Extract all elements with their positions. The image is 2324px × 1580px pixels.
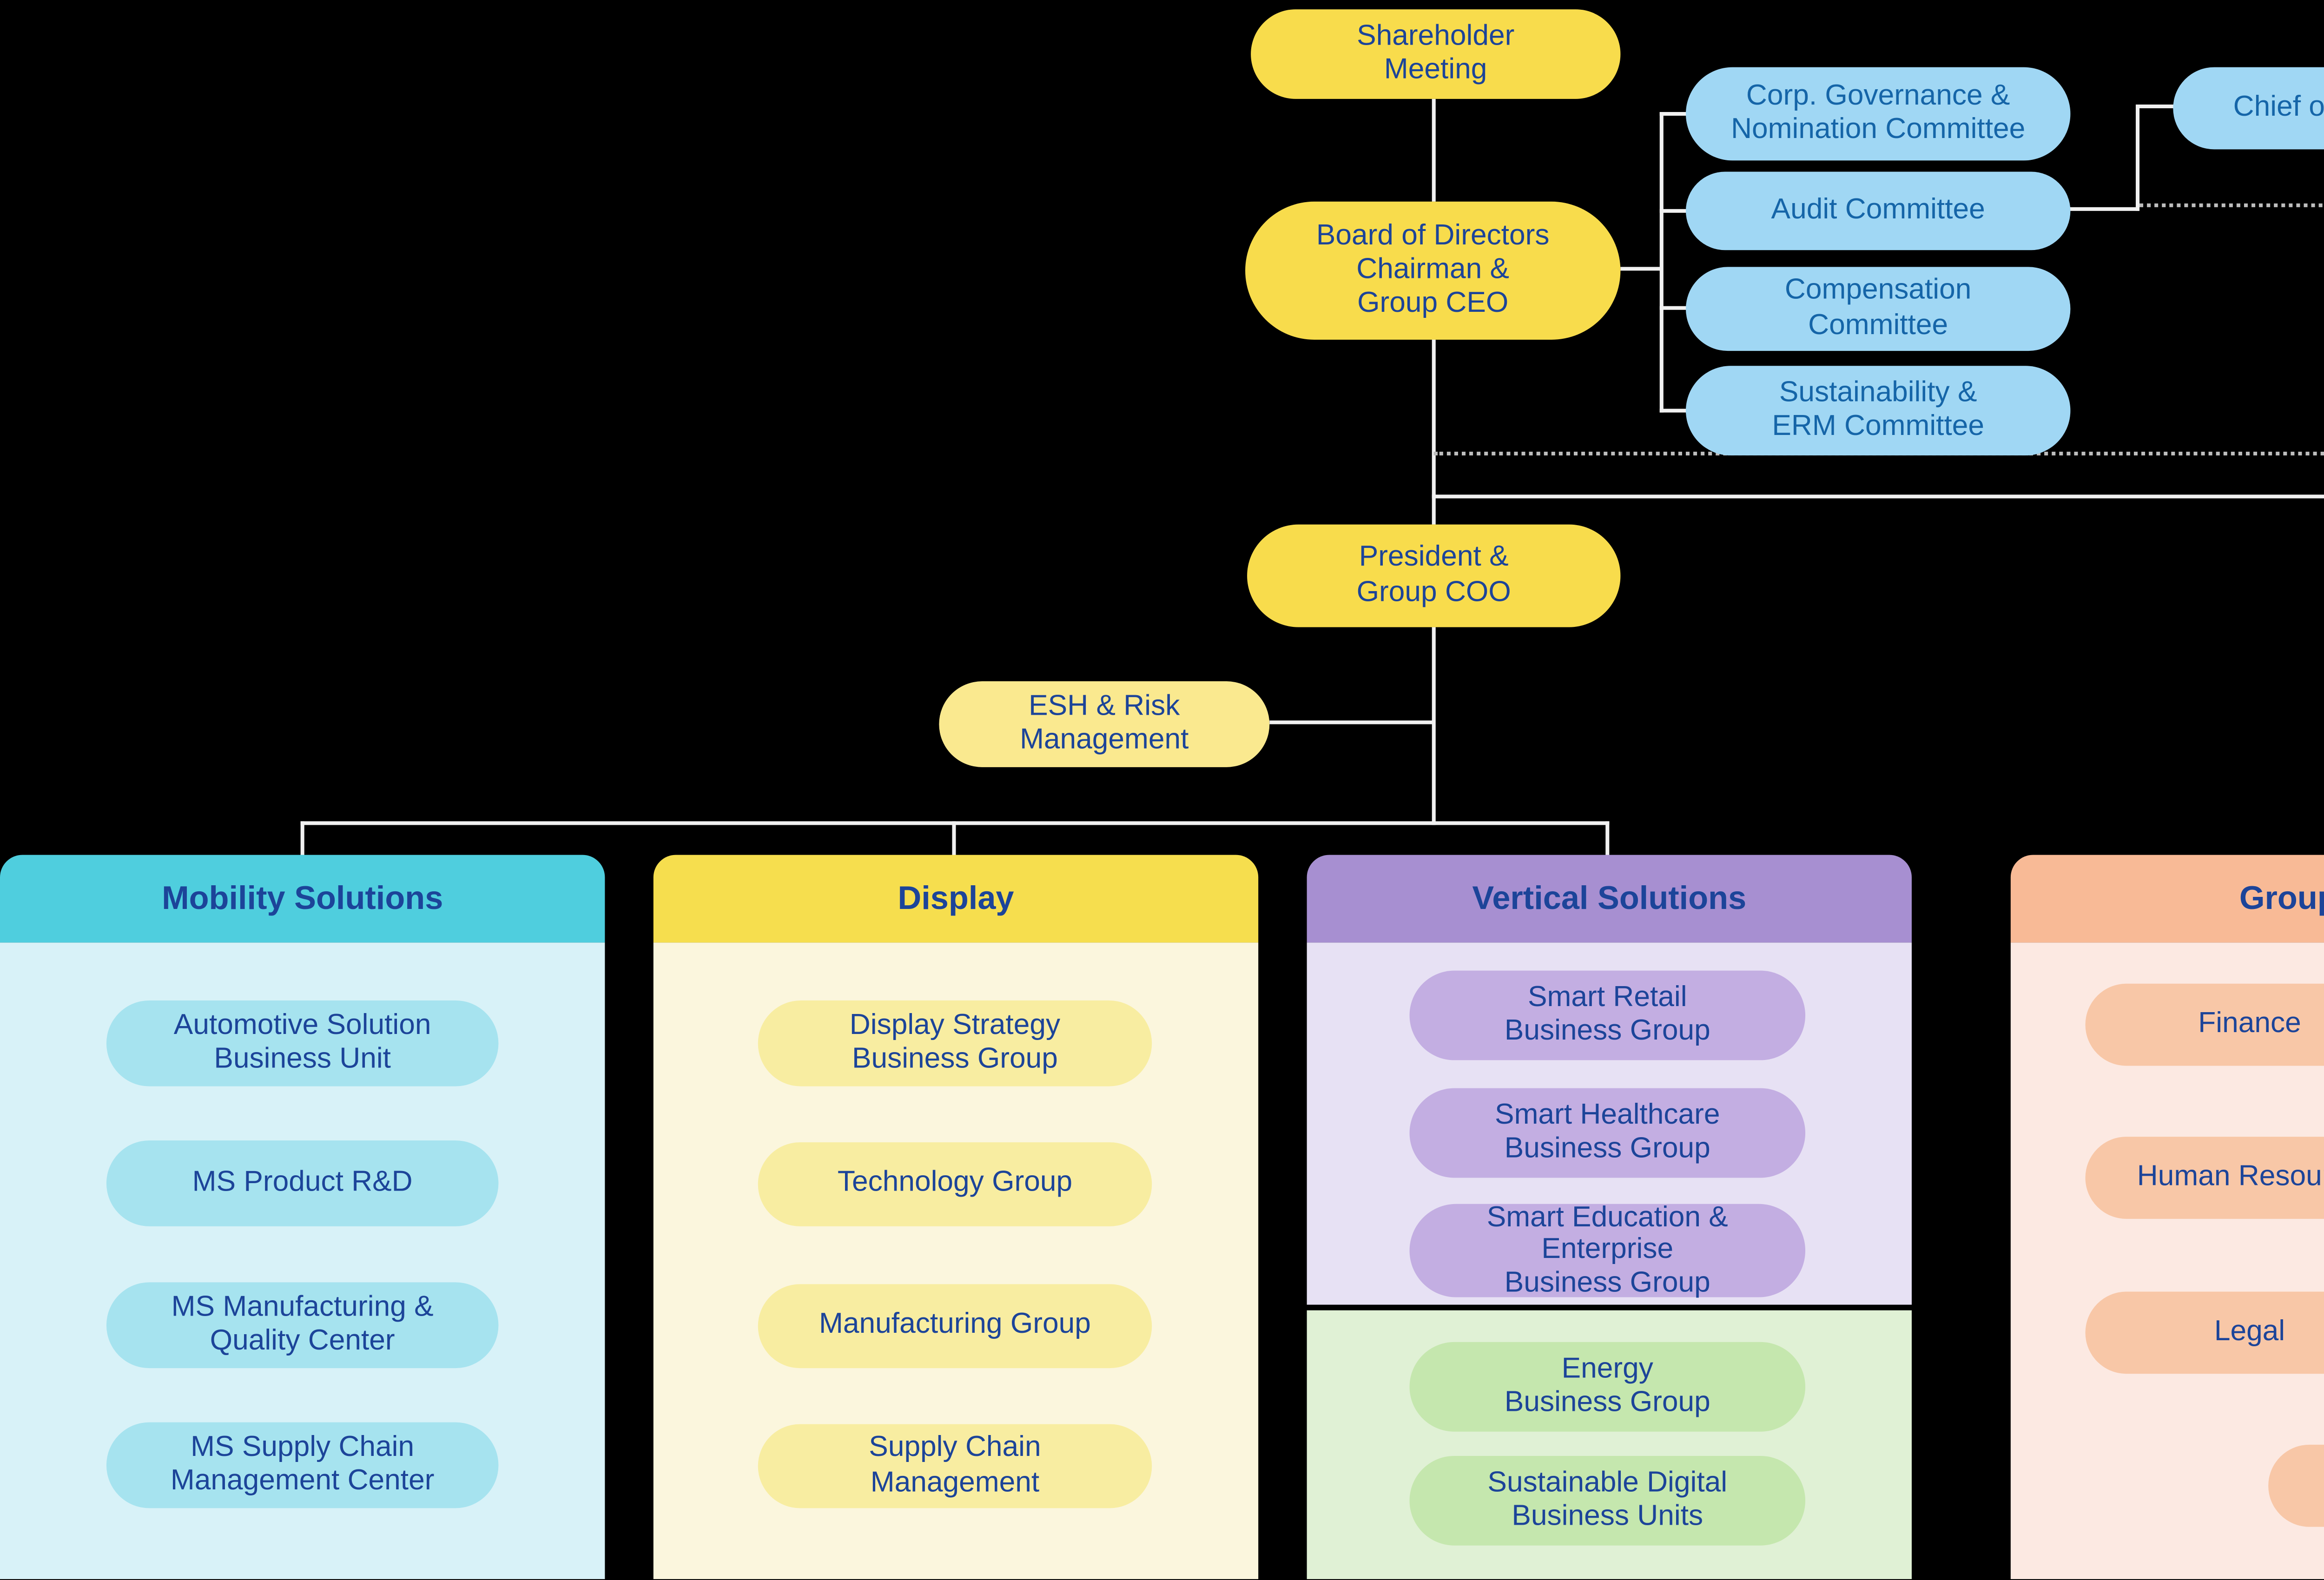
dotted-audit-rightedge (2139, 203, 2324, 207)
connector-stub-sustainability (1659, 408, 1690, 413)
node-finance: Finance (2085, 983, 2324, 1066)
connector-infra-branch-h (1432, 494, 2324, 499)
connector-stub-audit (1659, 209, 1690, 213)
connector-esh (1269, 720, 1434, 724)
node-human-resource: Human Resource (2085, 1137, 2324, 1219)
node-display-strategy: Display Strategy Business Group (758, 1000, 1152, 1086)
node-compensation-committee: Compensation Committee (1685, 267, 2071, 351)
connector-stub-corp-gov (1659, 112, 1696, 116)
node-corp-governance-committee: Corp. Governance & Nomination Committee (1685, 67, 2071, 161)
node-ms-supply-chain: MS Supply Chain Management Center (106, 1422, 499, 1508)
node-technology-group: Technology Group (758, 1142, 1152, 1226)
connector-president-down (1432, 627, 1436, 825)
connector-board-committees (1620, 267, 1662, 271)
node-ms-manufacturing-quality: MS Manufacturing & Quality Center (106, 1282, 499, 1369)
connector-chief-stub (2135, 104, 2177, 108)
connector-audit-chief-v (2135, 106, 2140, 211)
node-president-coo: President & Group COO (1247, 524, 1621, 627)
node-sustainability-erm-committee: Sustainability & ERM Committee (1685, 366, 2071, 456)
dept-header-display: Display (653, 855, 1259, 943)
dept-group-infrastructure: Group Infrastructure Unit Finance Human … (2010, 855, 2324, 1580)
connector-stub-vertical (1605, 821, 1610, 857)
dept-mobility-solutions: Mobility Solutions Automotive Solution B… (0, 855, 605, 1580)
connector-board-president (1432, 340, 1436, 525)
dept-header-vertical: Vertical Solutions (1307, 855, 1912, 943)
node-smart-education: Smart Education & Enterprise Business Gr… (1409, 1203, 1806, 1298)
node-energy-business-group: Energy Business Group (1409, 1342, 1806, 1432)
node-ms-product-rd: MS Product R&D (106, 1140, 499, 1226)
connector-committee-spine (1659, 112, 1664, 413)
node-legal: Legal (2085, 1291, 2324, 1374)
dept-display: Display Display Strategy Business Group … (653, 855, 1259, 1580)
connector-shareholder-board (1432, 99, 1436, 202)
dept-vertical-solutions: Vertical Solutions Smart Retail Business… (1307, 855, 1912, 1580)
connector-stub-compensation (1659, 306, 1690, 310)
node-smart-healthcare: Smart Healthcare Business Group (1409, 1088, 1806, 1178)
node-supply-chain-management: Supply Chain Management (758, 1424, 1152, 1508)
node-manufacturing-group: Manufacturing Group (758, 1284, 1152, 1369)
node-chief-of-compliance: Chief of Compliance (2173, 67, 2324, 150)
node-audit-committee: Audit Committee (1685, 171, 2071, 250)
connector-audit-chief-h (2068, 207, 2140, 211)
node-smart-retail: Smart Retail Business Group (1409, 970, 1806, 1060)
connector-stub-display (952, 821, 956, 857)
node-board-of-directors: Board of Directors Chairman & Group CEO (1245, 201, 1621, 340)
dept-header-mobility: Mobility Solutions (0, 855, 605, 943)
node-esh-risk-management: ESH & Risk Management (939, 681, 1270, 767)
dept-header-infrastructure: Group Infrastructure Unit (2010, 855, 2324, 943)
node-automotive-solution-bu: Automotive Solution Business Unit (106, 1000, 499, 1086)
node-shareholder-meeting: Shareholder Meeting (1251, 9, 1621, 99)
connector-stub-mobility (300, 821, 304, 857)
node-sustainable-digital: Sustainable Digital Business Units (1409, 1455, 1806, 1546)
